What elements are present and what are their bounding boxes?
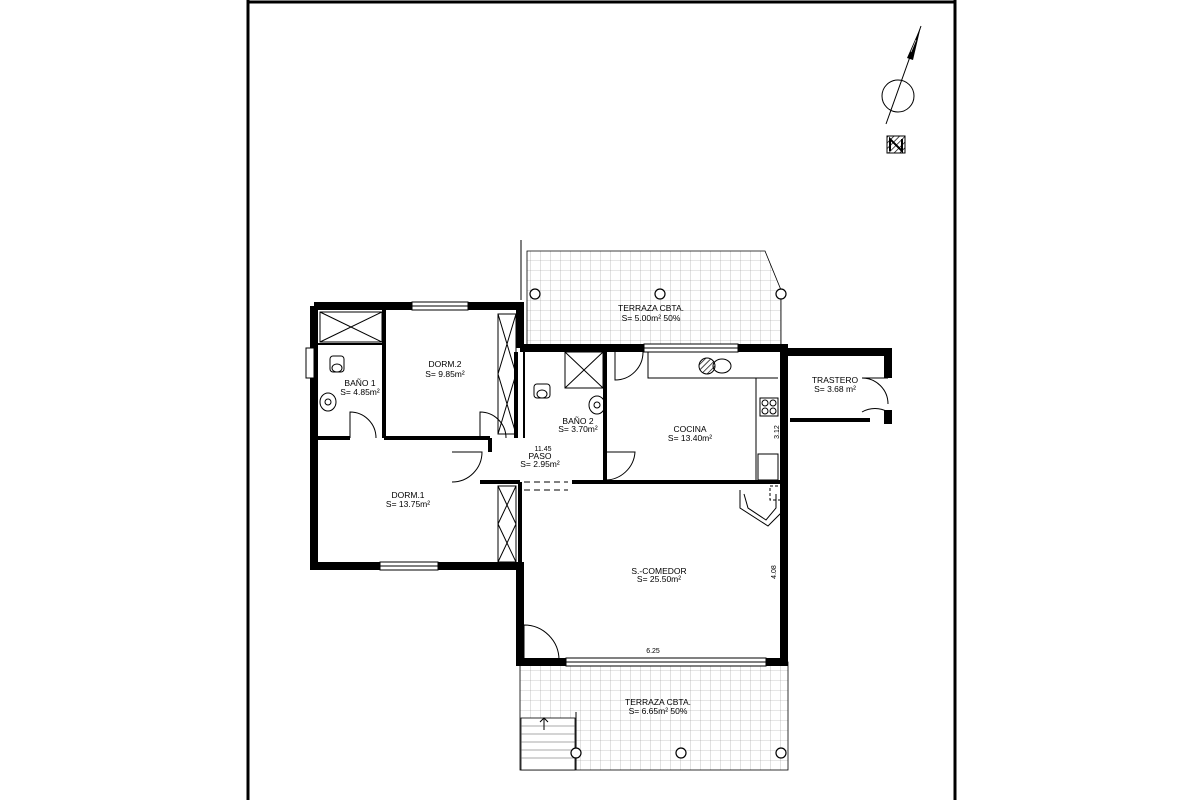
svg-text:DORM.2: DORM.2 [428, 359, 461, 369]
north-badge-icon [886, 135, 906, 154]
north-arrow-icon [881, 25, 922, 125]
svg-text:S= 5.00m² 50%: S= 5.00m² 50% [622, 313, 681, 323]
exterior-walls [310, 302, 892, 666]
svg-text:S= 4.85m²: S= 4.85m² [340, 387, 380, 397]
svg-text:S= 6.65m² 50%: S= 6.65m² 50% [629, 706, 688, 716]
kitchen-counter [647, 352, 779, 482]
column [775, 288, 787, 300]
room-label-bano2: BAÑO 2 S= 3.70m² [558, 416, 598, 434]
terrace-bottom [519, 661, 789, 771]
column [654, 288, 666, 300]
column [570, 747, 582, 759]
room-label-terraza-top: TERRAZA CBTA. S= 5.00m² 50% [618, 303, 684, 323]
column [675, 747, 687, 759]
doors [349, 351, 889, 661]
svg-text:S.-COMEDOR: S.-COMEDOR [631, 566, 686, 576]
svg-text:TERRAZA CBTA.: TERRAZA CBTA. [625, 697, 691, 707]
svg-text:BAÑO 1: BAÑO 1 [344, 378, 375, 388]
svg-text:COCINA: COCINA [673, 424, 706, 434]
wardrobes [497, 313, 517, 563]
svg-text:S= 9.85m²: S= 9.85m² [425, 369, 465, 379]
svg-text:S= 13.40m²: S= 13.40m² [668, 433, 712, 443]
column [775, 747, 787, 759]
room-label-bano1: BAÑO 1 S= 4.85m² [340, 378, 380, 397]
svg-text:BAÑO 2: BAÑO 2 [562, 416, 593, 426]
svg-text:PASO: PASO [529, 451, 552, 461]
terrace-top [520, 240, 787, 349]
windows [305, 301, 767, 667]
room-label-terraza-bottom: TERRAZA CBTA. S= 6.65m² 50% [625, 697, 691, 716]
bathroom-fixtures [319, 311, 606, 415]
svg-text:S= 13.75m²: S= 13.75m² [386, 499, 430, 509]
room-label-trastero: TRASTERO S= 3.68 m² [812, 375, 859, 394]
svg-text:S= 2.95m²: S= 2.95m² [520, 459, 560, 469]
room-label-dorm1: DORM.1 S= 13.75m² [386, 490, 430, 509]
svg-text:DORM.1: DORM.1 [391, 490, 424, 500]
column [529, 288, 541, 300]
svg-text:S= 3.68 m²: S= 3.68 m² [814, 384, 856, 394]
sheet-frame [246, 0, 957, 800]
svg-text:S= 25.50m²: S= 25.50m² [637, 574, 681, 584]
room-label-comedor: S.-COMEDOR S= 25.50m² [631, 566, 686, 584]
dimension-4-08: 4.08 [771, 565, 778, 579]
fireplace [739, 485, 787, 527]
svg-text:S= 3.70m²: S= 3.70m² [558, 424, 598, 434]
svg-text:TERRAZA CBTA.: TERRAZA CBTA. [618, 303, 684, 313]
room-label-dorm2: DORM.2 S= 9.85m² [425, 359, 465, 379]
dimension-6-25: 6.25 [646, 648, 660, 655]
dimension-3-12: 3.12 [774, 425, 781, 439]
room-label-paso: PASO S= 2.95m² [520, 451, 560, 469]
interior-walls [318, 310, 784, 566]
svg-text:TRASTERO: TRASTERO [812, 375, 859, 385]
room-label-cocina: COCINA S= 13.40m² [668, 424, 712, 443]
dimension-11-45: 11.45 [535, 446, 552, 453]
